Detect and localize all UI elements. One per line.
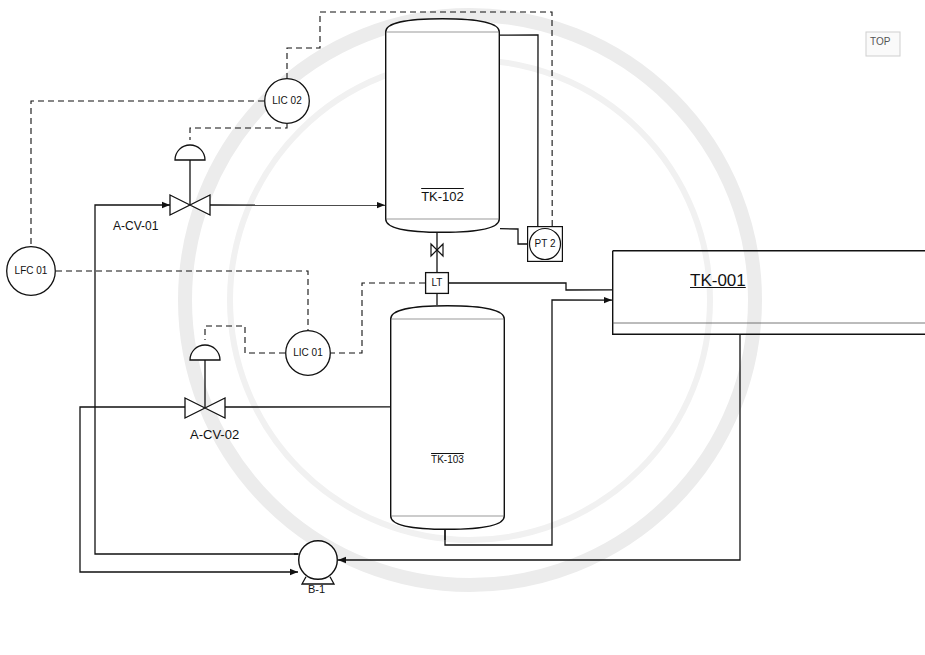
controller-bubble: LFC 01: [6, 246, 56, 296]
control-valve: A-CV-02: [185, 340, 225, 418]
tank-tag: TK-103: [390, 455, 505, 466]
vertical-tank: TK-103: [390, 305, 505, 530]
process-line: [436, 294, 437, 305]
watermark-ring: [185, 15, 755, 585]
equipment-tag: A-CV-02: [190, 428, 239, 442]
pressure-transmitter: PT 2: [527, 226, 563, 262]
signal-line: [205, 326, 285, 353]
process-line: [95, 205, 298, 554]
shape-outline: [170, 140, 210, 215]
process-line: [436, 233, 437, 272]
button-label: TOP: [870, 37, 890, 48]
instrument-tag: LIC 02: [272, 96, 301, 107]
instrument-tag: LIC 01: [293, 348, 322, 359]
process-line: [80, 407, 298, 572]
shape-outline: [390, 305, 505, 530]
shape-outline: [612, 250, 925, 335]
process-line: [500, 229, 527, 244]
process-line: [449, 283, 612, 290]
signal-line: [56, 271, 308, 330]
top-button: [866, 32, 900, 56]
pump: B-1: [298, 540, 338, 580]
process-line: [500, 35, 538, 226]
instrument-tag: LFC 01: [15, 266, 48, 277]
controller-bubble: LIC 01: [285, 330, 331, 376]
tank-tag: TK-001: [690, 272, 746, 290]
equipment-tag: A-CV-01: [113, 220, 158, 233]
equipment-tag: B-1: [308, 584, 325, 596]
signal-line: [190, 124, 287, 140]
vertical-tank: TK-102: [385, 18, 500, 233]
level-transmitter: LT: [425, 272, 449, 294]
process-line: [225, 406, 390, 407]
instrument-tag: LT: [432, 278, 443, 289]
controller-bubble: LIC 02: [264, 78, 310, 124]
instrument-tag: PT 2: [535, 239, 556, 250]
horizontal-tank: TK-001: [612, 250, 925, 335]
signal-line: [31, 101, 264, 246]
tank-tag: TK-102: [385, 190, 500, 204]
shape-outline: [298, 540, 338, 580]
control-valve: A-CV-01: [170, 140, 210, 215]
shape-outline: [185, 340, 225, 418]
process-line: [210, 204, 385, 205]
